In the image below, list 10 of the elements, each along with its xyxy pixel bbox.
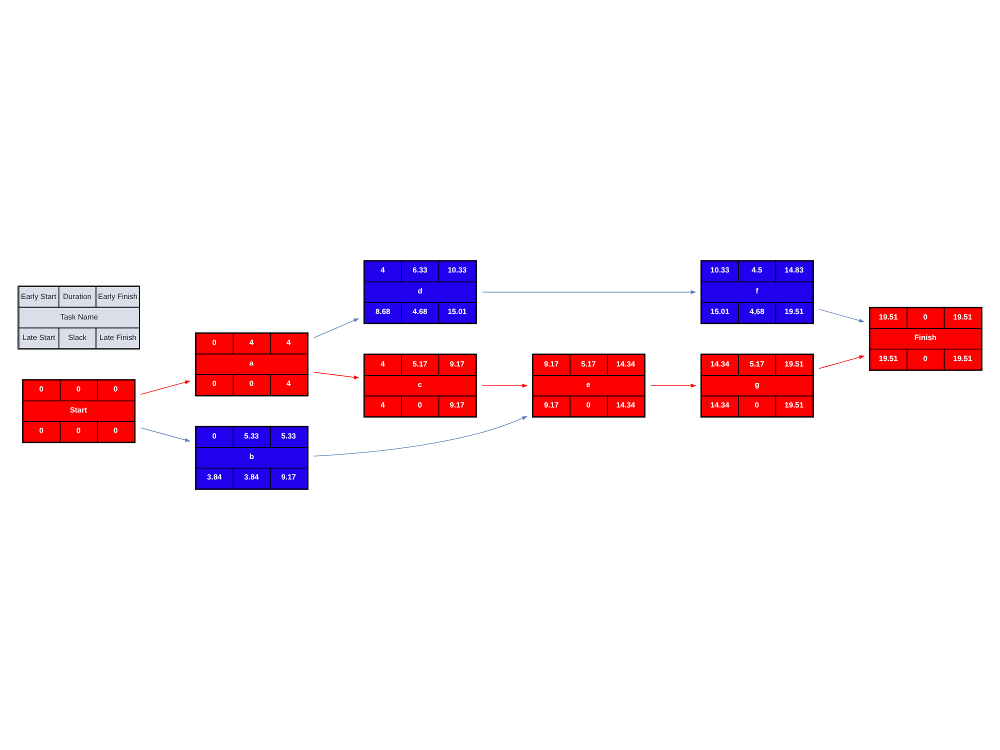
arrow <box>818 355 865 369</box>
arrow <box>482 384 528 388</box>
arrow <box>313 318 360 338</box>
arrow <box>313 372 360 380</box>
arrow <box>650 384 696 388</box>
arrow <box>818 308 865 322</box>
arrow <box>482 290 696 294</box>
arrow <box>140 380 191 395</box>
arrow <box>140 427 191 442</box>
arrow <box>313 416 528 456</box>
